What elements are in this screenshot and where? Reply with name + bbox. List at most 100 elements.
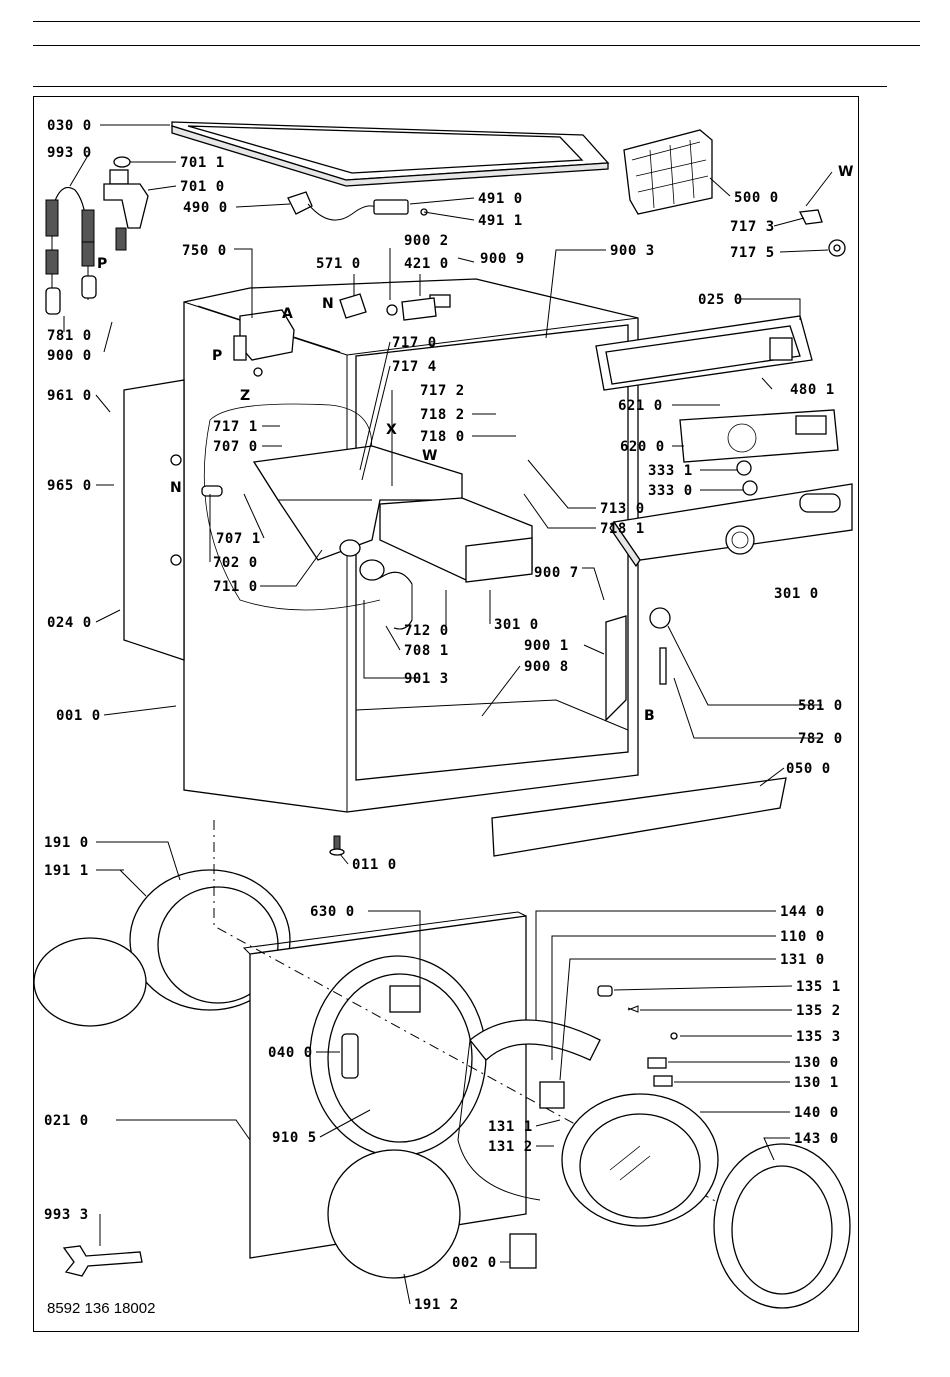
label-021-0: 021 0	[44, 1113, 89, 1129]
label-131-0: 131 0	[780, 952, 825, 968]
label-712-0: 712 0	[404, 623, 449, 639]
label-717-1: 717 1	[213, 419, 258, 435]
label-702-0: 702 0	[213, 555, 258, 571]
marker-N-dispenser: N	[170, 480, 182, 496]
marker-Z: Z	[240, 388, 250, 404]
label-965-0: 965 0	[47, 478, 92, 494]
door-outer-ring	[713, 1143, 851, 1309]
label-500-0: 500 0	[734, 190, 779, 206]
label-900-7: 900 7	[534, 565, 579, 581]
screw	[329, 835, 345, 856]
part-labels: 030 0 993 0 701 1 701 0 490 0 491 0 491 …	[44, 118, 843, 1313]
hinge-hardware	[597, 985, 678, 1087]
label-490-0: 490 0	[183, 200, 228, 216]
label-030-0: 030 0	[47, 118, 92, 134]
label-900-8: 900 8	[524, 659, 569, 675]
door-glass-ring	[327, 1149, 461, 1279]
label-011-0: 011 0	[352, 857, 397, 873]
small-clips-right	[799, 209, 846, 257]
label-191-0: 191 0	[44, 835, 89, 851]
label-900-9: 900 9	[480, 251, 525, 267]
plinth	[491, 777, 787, 857]
label-961-0: 961 0	[47, 388, 92, 404]
label-900-3: 900 3	[610, 243, 655, 259]
mains-cable	[287, 191, 428, 221]
label-191-1: 191 1	[44, 863, 89, 879]
label-491-0: 491 0	[478, 191, 523, 207]
label-581-0: 581 0	[798, 698, 843, 714]
label-135-1: 135 1	[796, 979, 841, 995]
label-110-0: 110 0	[780, 929, 825, 945]
label-717-4: 717 4	[392, 359, 437, 375]
label-900-0: 900 0	[47, 348, 92, 364]
marker-X: X	[386, 422, 397, 438]
label-421-0: 421 0	[404, 256, 449, 272]
label-040-0: 040 0	[268, 1045, 313, 1061]
filter-cover	[509, 1233, 537, 1269]
label-130-1: 130 1	[794, 1075, 839, 1091]
label-002-0: 002 0	[452, 1255, 497, 1271]
label-910-5: 910 5	[272, 1130, 317, 1146]
label-630-0: 630 0	[310, 904, 355, 920]
rear-panel	[123, 379, 185, 661]
header-rule-top	[33, 21, 920, 22]
label-717-5: 717 5	[730, 245, 775, 261]
label-707-1: 707 1	[216, 531, 261, 547]
label-333-0: 333 0	[648, 483, 693, 499]
label-140-0: 140 0	[794, 1105, 839, 1121]
marker-N-valve: N	[322, 296, 334, 312]
label-718-0: 718 0	[420, 429, 465, 445]
leader-lines	[63, 124, 833, 1305]
label-620-0: 620 0	[620, 439, 665, 455]
label-191-2: 191 2	[414, 1297, 459, 1313]
label-993-0: 993 0	[47, 145, 92, 161]
spanner-tool	[62, 1245, 143, 1277]
label-050-0: 050 0	[786, 761, 831, 777]
label-301-0-fascia: 301 0	[774, 586, 819, 602]
label-491-1: 491 1	[478, 213, 523, 229]
header-rule-middle	[33, 45, 920, 46]
diagram-frame	[33, 96, 859, 1332]
label-144-0: 144 0	[780, 904, 825, 920]
inlet-hoses	[45, 187, 97, 315]
control-board	[623, 129, 713, 215]
control-fascia	[609, 483, 853, 568]
bellows-hose	[359, 559, 413, 630]
label-717-0: 717 0	[392, 335, 437, 351]
label-333-1: 333 1	[648, 463, 693, 479]
label-480-1: 480 1	[790, 382, 835, 398]
marker-A: A	[282, 306, 293, 322]
marker-W-dispenser: W	[422, 448, 437, 464]
label-993-3: 993 3	[44, 1207, 89, 1223]
document-reference-number: 8592 136 18002	[47, 1300, 155, 1317]
label-713-0: 713 0	[600, 501, 645, 517]
header-rule-bottom	[33, 86, 887, 87]
valves-top	[339, 293, 437, 321]
door-glass	[561, 1093, 719, 1227]
label-135-3: 135 3	[796, 1029, 841, 1045]
label-130-0: 130 0	[794, 1055, 839, 1071]
marker-B: B	[644, 708, 655, 724]
label-131-2: 131 2	[488, 1139, 533, 1155]
top-lid	[171, 121, 610, 187]
label-131-1: 131 1	[488, 1119, 533, 1135]
label-707-0: 707 0	[213, 439, 258, 455]
marker-P-hose: P	[97, 256, 107, 272]
label-750-0: 750 0	[182, 243, 227, 259]
pressure-switch	[605, 607, 671, 722]
label-901-3: 901 3	[404, 671, 449, 687]
label-717-3: 717 3	[730, 219, 775, 235]
label-143-0: 143 0	[794, 1131, 839, 1147]
electronic-board	[679, 409, 839, 463]
label-701-0: 701 0	[180, 179, 225, 195]
label-135-2: 135 2	[796, 1003, 841, 1019]
label-717-2: 717 2	[420, 383, 465, 399]
label-301-0-dispenser: 301 0	[494, 617, 539, 633]
dispenser-drawer	[379, 497, 533, 583]
label-708-1: 708 1	[404, 643, 449, 659]
letter-markers: W P N A P Z X W N B	[97, 164, 853, 724]
control-panel-frame	[595, 315, 813, 391]
front-panel	[242, 911, 527, 1259]
label-711-0: 711 0	[213, 579, 258, 595]
